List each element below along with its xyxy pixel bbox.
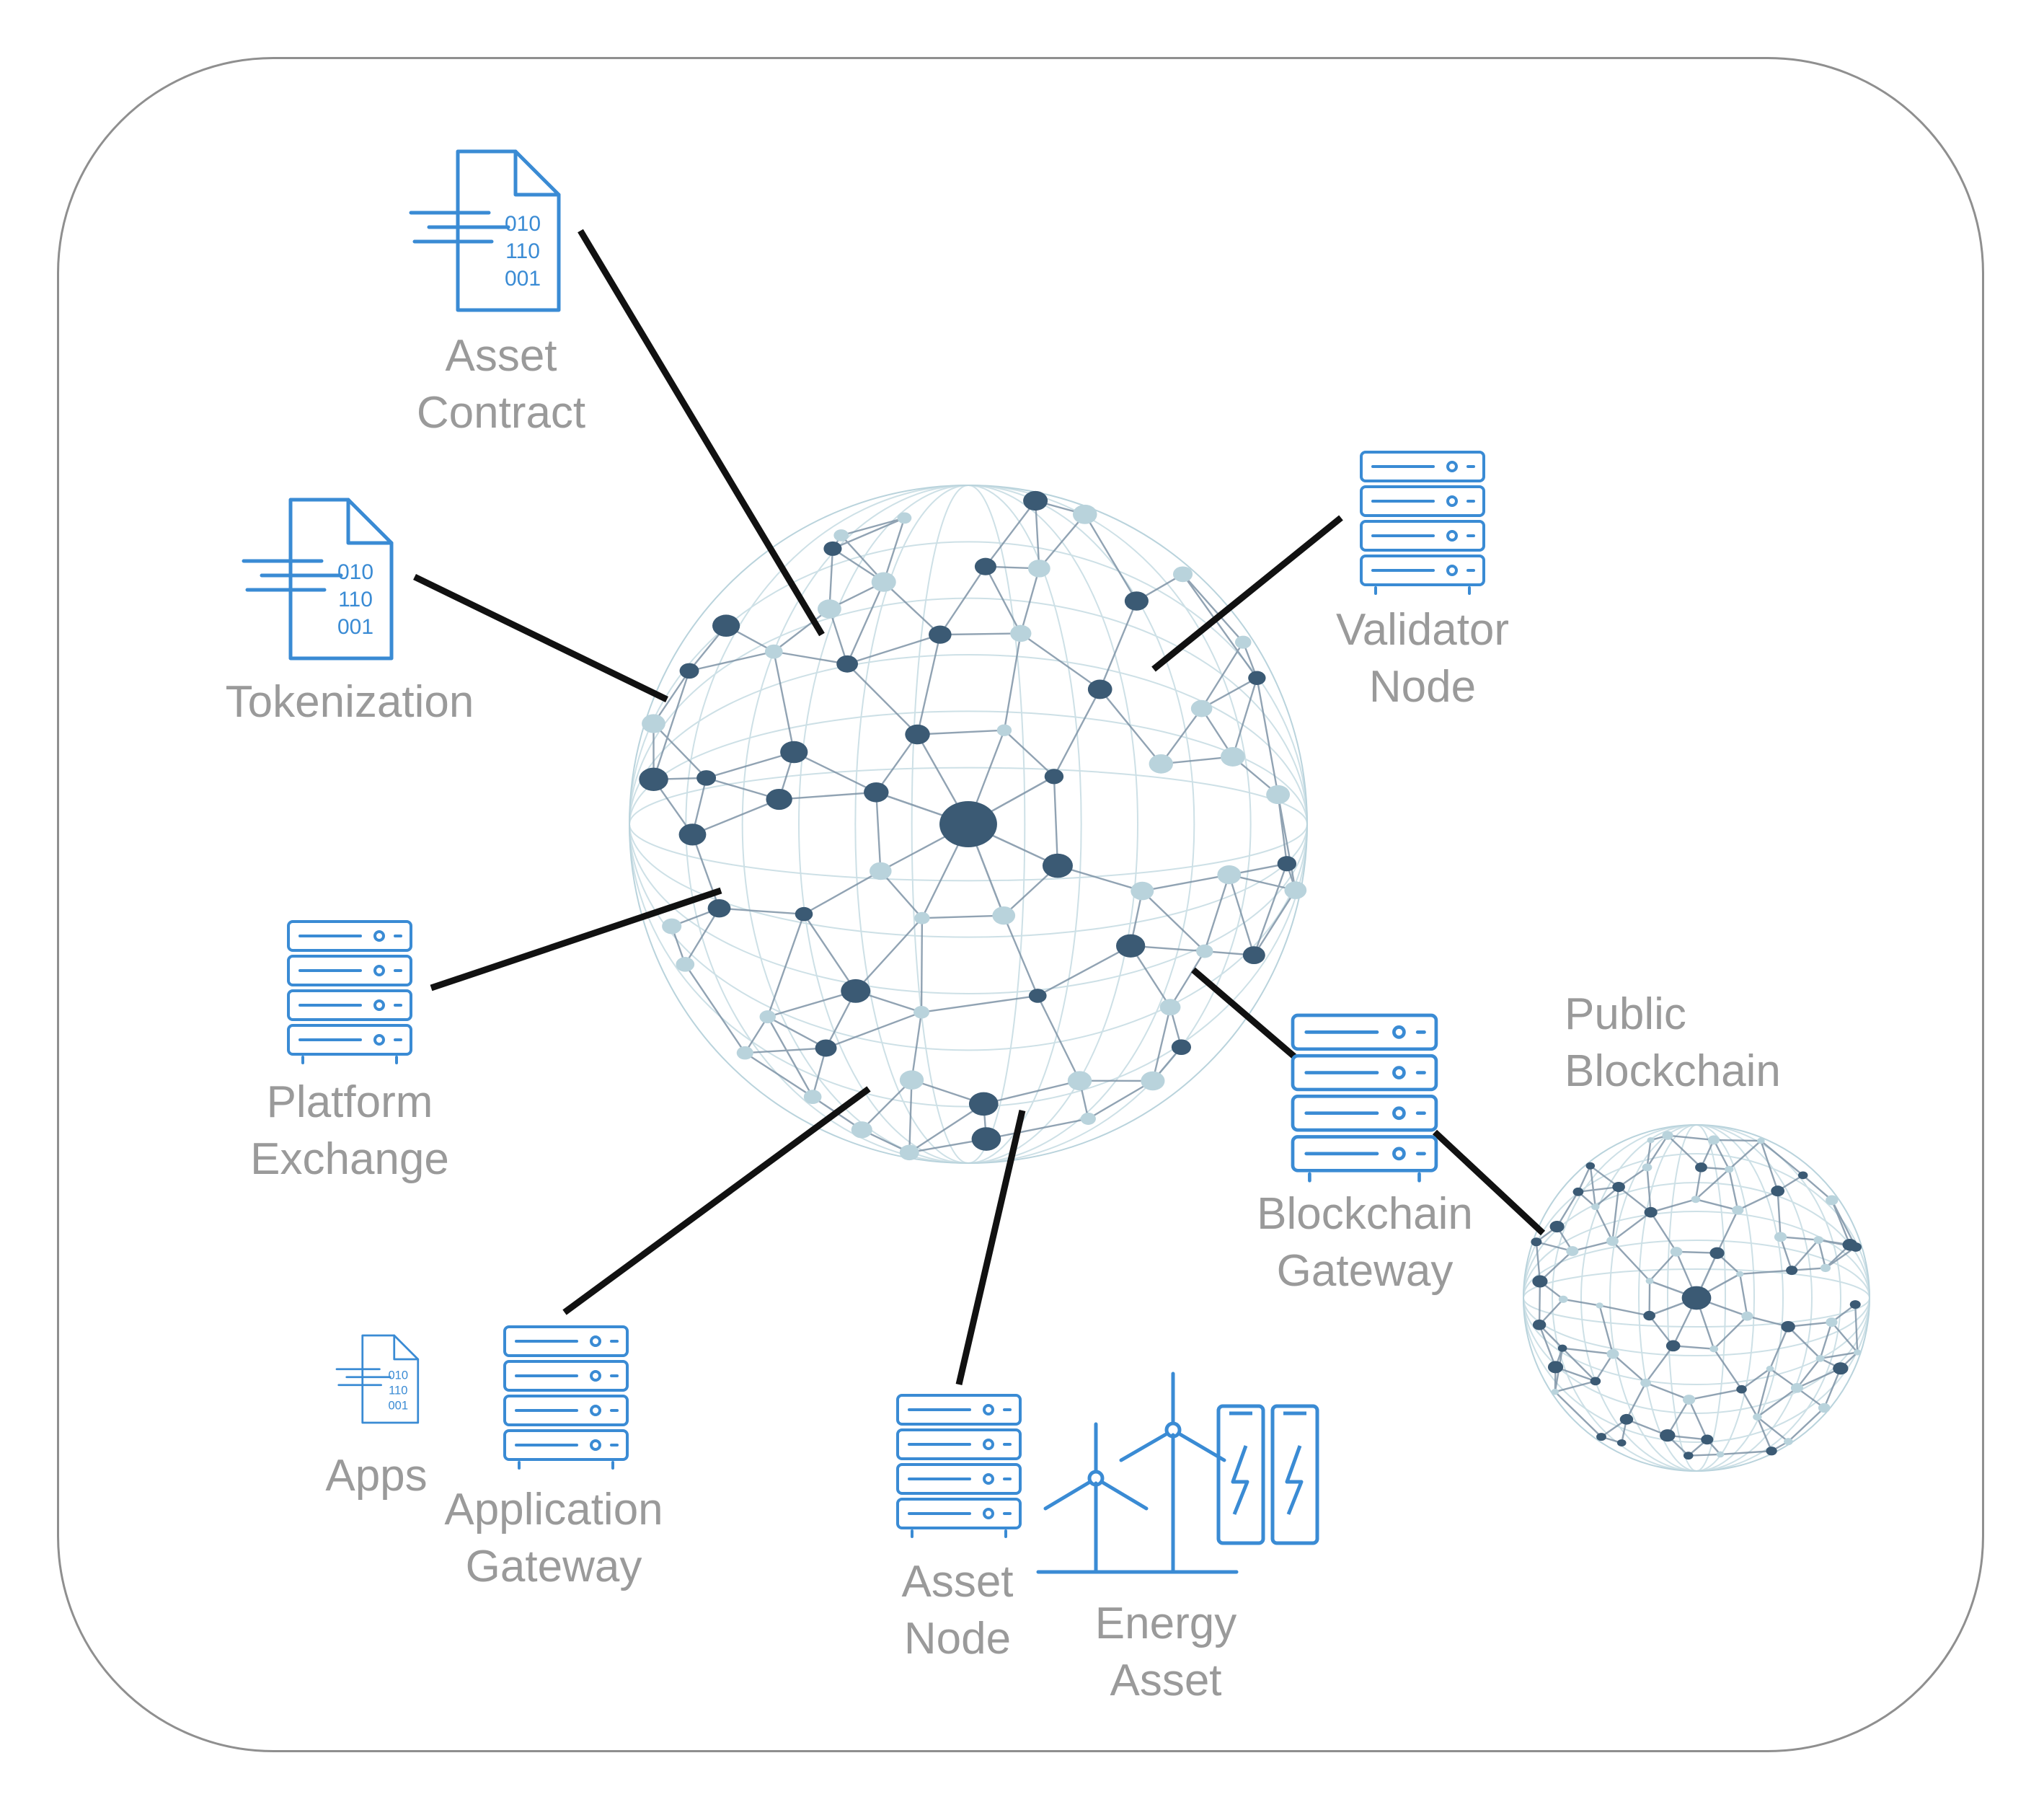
binary-document-icon: 010 110 001: [242, 498, 394, 661]
connector-application-gateway: [562, 1086, 871, 1315]
binary-document-icon: 010 110 001: [335, 1334, 420, 1424]
label-apps: Apps: [325, 1451, 428, 1501]
svg-text:001: 001: [337, 615, 373, 639]
svg-text:010: 010: [505, 212, 541, 236]
connector-validator-node: [1151, 515, 1343, 672]
connector-asset-node: [955, 1109, 1026, 1386]
svg-text:001: 001: [505, 267, 541, 291]
svg-text:001: 001: [388, 1399, 408, 1412]
server-rack-icon: [503, 1325, 629, 1470]
connector-platform-exchange: [430, 887, 722, 991]
server-rack-icon: [896, 1394, 1022, 1538]
server-rack-icon: [1291, 1013, 1438, 1183]
server-rack-icon: [287, 920, 412, 1064]
public-blockchain-globe-icon: [1523, 1124, 1870, 1472]
connector-tokenization: [413, 573, 668, 703]
connector-blockchain-gateway-lower: [1432, 1129, 1546, 1236]
binary-document-icon: 010 110 001: [409, 149, 561, 312]
connector-asset-contract: [578, 229, 825, 637]
svg-text:110: 110: [505, 239, 540, 263]
svg-text:010: 010: [337, 560, 373, 584]
server-rack-icon: [1360, 451, 1485, 595]
wind-turbine-icon: [1036, 1372, 1239, 1574]
svg-text:110: 110: [389, 1384, 407, 1397]
diagram-frame: [57, 57, 1984, 1752]
svg-text:110: 110: [338, 588, 373, 611]
label-tokenization: Tokenization: [225, 677, 474, 727]
svg-text:010: 010: [388, 1369, 408, 1382]
connector-blockchain-gateway-upper: [1191, 967, 1296, 1059]
private-network-globe-icon: [629, 485, 1308, 1164]
battery-icon: [1216, 1404, 1319, 1545]
